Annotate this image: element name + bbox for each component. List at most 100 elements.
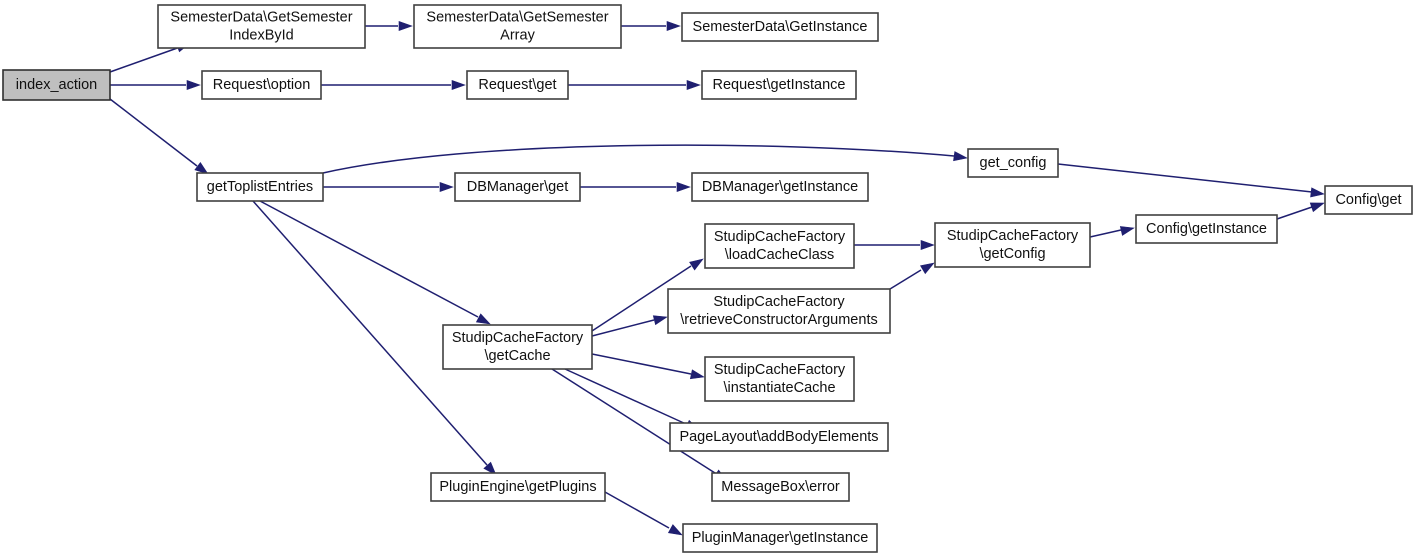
edge-line [322,144,955,174]
edge-line [259,200,479,318]
node-studipcachefactory_retrieveconstructorarguments[interactable]: StudipCacheFactory \retrieveConstructorAr… [667,288,891,334]
arrowhead-icon [667,524,683,536]
node-dbmanager_get[interactable]: DBManager\get [454,172,581,202]
node-label: StudipCacheFactory [714,229,846,245]
node-box[interactable] [1324,185,1413,215]
node-request_getinstance[interactable]: Request\getInstance [701,70,857,100]
edge-pluginengine_getplugins-to-pluginmanager_getinstance [604,491,683,536]
node-dbmanager_getinstance[interactable]: DBManager\getInstance [691,172,869,202]
node-pagelayout_addbodyelements[interactable]: PageLayout\addBodyElements [669,422,889,452]
node-box[interactable] [701,70,857,100]
edge-studipcachefactory_loadcacheclass-to-studipcachefactory_getconfig [854,239,935,251]
arrowhead-icon [475,313,491,325]
arrowhead-icon [1310,187,1325,198]
arrowhead-icon [1309,202,1325,213]
edge-request_get-to-request_getinstance [568,79,701,91]
node-config_getinstance[interactable]: Config\getInstance [1135,214,1278,244]
node-studipcachefactory_getcache[interactable]: StudipCacheFactory\getCache [442,324,593,370]
node-label: \loadCacheClass [725,247,835,263]
node-box[interactable] [681,12,879,42]
node-request_get[interactable]: Request\get [466,70,569,100]
node-label: MessageBox\error [721,479,840,495]
node-label: get_config [980,155,1047,171]
node-request_option[interactable]: Request\option [201,70,322,100]
edge-line [591,319,655,337]
node-label: StudipCacheFactory [714,362,846,378]
edge-line [564,368,687,425]
node-box[interactable] [669,422,889,452]
arrowhead-icon [689,258,704,271]
node-box[interactable] [454,172,581,202]
node-index_action[interactable]: index_action [2,69,111,101]
edge-dbmanager_get-to-dbmanager_getinstance [580,181,691,193]
edge-line [591,353,692,375]
edge-studipcachefactory_getcache-to-studipcachefactory_loadcacheclass [591,258,704,332]
node-label: PluginManager\getInstance [692,530,869,546]
node-box[interactable] [201,70,322,100]
node-box[interactable] [682,523,878,553]
arrowhead-icon [194,161,209,175]
edge-get_config-to-config_get [1057,163,1325,198]
node-pluginmanager_getinstance[interactable]: PluginManager\getInstance [682,523,878,553]
arrowhead-icon [1119,226,1135,236]
node-box[interactable] [691,172,869,202]
edge-gettoplistentries-to-studipcachefactory_getcache [259,200,491,325]
node-label: PluginEngine\getPlugins [439,479,596,495]
node-label: Array [500,27,535,43]
node-box[interactable] [413,4,622,49]
edge-line [591,265,692,332]
node-config_get[interactable]: Config\get [1324,185,1413,215]
edge-index_action-to-gettoplistentries [109,98,209,175]
node-label: StudipCacheFactory [713,294,845,310]
edge-line [1276,206,1313,220]
arrowhead-icon [483,461,497,476]
node-label: \getConfig [979,246,1045,262]
node-box[interactable] [967,148,1059,178]
node-label: \instantiateCache [723,380,835,396]
arrowhead-icon [398,20,413,32]
node-label: StudipCacheFactory [452,330,584,346]
arrowhead-icon [676,181,691,193]
arrowhead-icon [186,79,201,91]
node-label: SemesterData\GetSemester [170,9,352,25]
edge-line [551,368,716,474]
edge-request_option-to-request_get [321,79,466,91]
node-box[interactable] [711,472,850,502]
node-label: StudipCacheFactory [947,228,1079,244]
edge-gettoplistentries-to-get_config [322,144,968,174]
edge-line [109,45,184,73]
node-label: SemesterData\GetInstance [693,19,868,35]
node-studipcachefactory_instantiatecache[interactable]: StudipCacheFactory \instantiateCache [704,356,855,402]
node-box[interactable] [157,4,366,49]
node-label: \retrieveConstructorArguments [680,312,877,328]
node-gettoplistentries[interactable]: getToplistEntries [196,172,324,202]
edge-studipcachefactory_getcache-to-studipcachefactory_retrieveconstructorarguments [591,315,668,337]
node-label: index_action [16,77,97,93]
node-studipcachefactory_loadcacheclass[interactable]: StudipCacheFactory \loadCacheClass [704,223,855,269]
node-label: DBManager\getInstance [702,179,858,195]
edge-line [109,98,198,167]
node-box[interactable] [704,223,855,269]
node-semesterdata_getinstance[interactable]: SemesterData\GetInstance [681,12,879,42]
node-box[interactable] [430,472,606,502]
node-get_config[interactable]: get_config [967,148,1059,178]
arrowhead-icon [686,79,701,91]
node-box[interactable] [442,324,593,370]
node-box[interactable] [196,172,324,202]
edge-studipcachefactory_retrieveconstructorarguments-to-studipcachefactory_getconfig [889,262,935,290]
node-studipcachefactory_getconfig[interactable]: StudipCacheFactory \getConfig [934,222,1091,268]
node-box[interactable] [934,222,1091,268]
node-box[interactable] [2,69,111,101]
node-pluginengine_getplugins[interactable]: PluginEngine\getPlugins [430,472,606,502]
nodes-layer: index_action SemesterData\GetSemesterInde… [2,4,1413,553]
edge-line [1057,163,1313,193]
node-box[interactable] [1135,214,1278,244]
node-box[interactable] [704,356,855,402]
node-label: getToplistEntries [207,179,313,195]
edge-line [1089,229,1122,238]
node-box[interactable] [667,288,891,334]
node-box[interactable] [466,70,569,100]
node-messagebox_error[interactable]: MessageBox\error [711,472,850,502]
